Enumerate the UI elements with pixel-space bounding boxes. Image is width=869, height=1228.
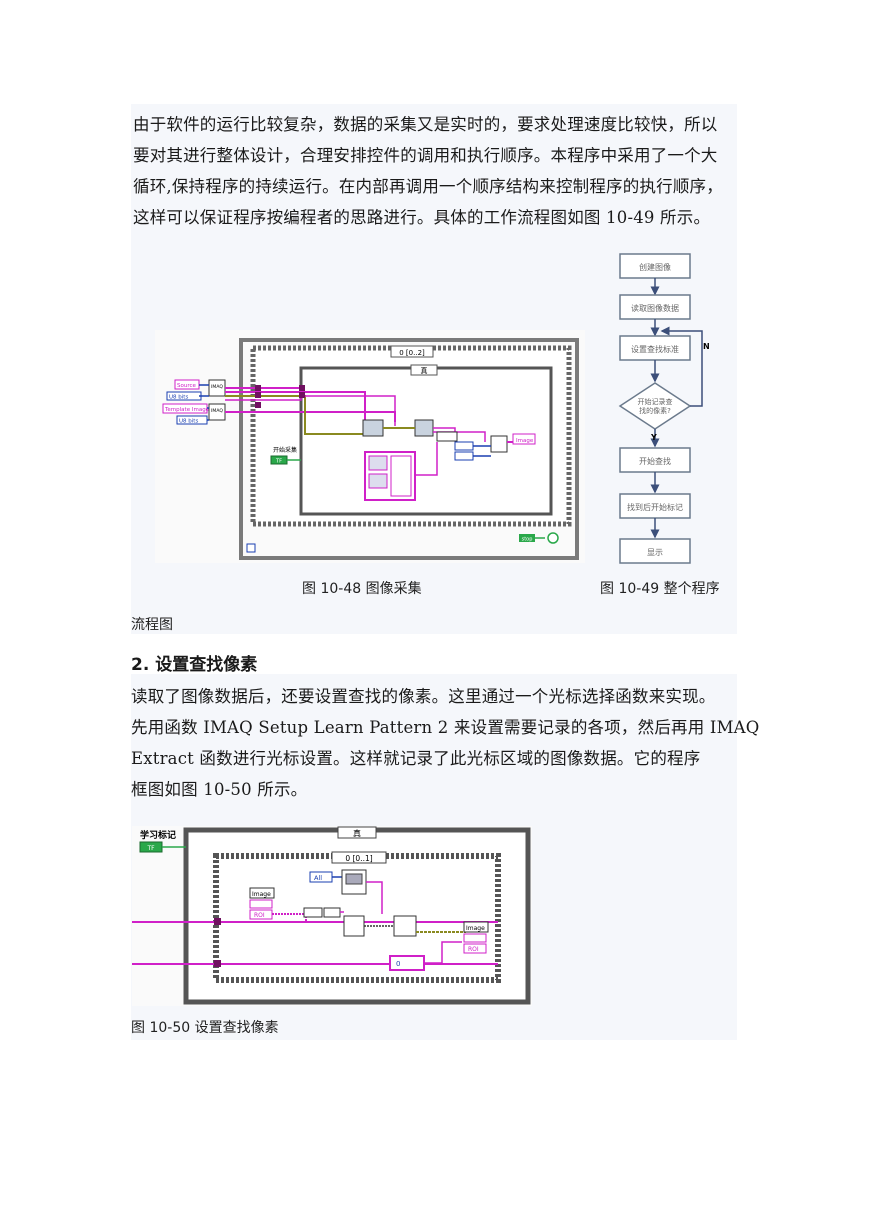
roi-in-label: ROI xyxy=(254,912,265,919)
caption-10-50: 图 10-50 设置查找像素 xyxy=(131,1020,279,1036)
learn-value: TF xyxy=(146,845,155,852)
caption-10-49-cont: 流程图 xyxy=(131,617,173,633)
imaq-create-2: IMAQ xyxy=(211,408,223,414)
flow-decision-line: 找的像素? xyxy=(639,406,671,415)
paragraph-line: Extract 函数进行光标设置。这样就记录了此光标区域的图像数据。它的程序 xyxy=(131,749,701,768)
image-indicator-label: Image xyxy=(516,438,534,444)
paragraph-line: 由于软件的运行比较复杂，数据的采集又是实时的，要求处理速度比较快，所以 xyxy=(133,115,718,134)
caption-10-49: 图 10-49 整个程序 xyxy=(600,581,720,597)
image-out-label: Image xyxy=(466,925,485,932)
flow-decision-line: 开始记录查 xyxy=(638,397,673,406)
flow-no-label: N xyxy=(703,342,710,351)
roi-out-label: ROI xyxy=(468,946,479,953)
start-acquire-label: 开始采集 xyxy=(273,446,297,454)
bits-label-2: U8 bits xyxy=(179,419,198,425)
flow-decision xyxy=(618,382,692,430)
learn-label: 学习标记 xyxy=(140,829,176,841)
flow-step-display xyxy=(619,538,691,564)
seq-selector-label: 0 [0..2] xyxy=(399,349,425,357)
intro-paragraph: 由于软件的运行比较复杂，数据的采集又是实时的，要求处理速度比较快，所以 要对其进… xyxy=(133,109,739,233)
start-acquire-value: TF xyxy=(275,459,282,465)
flow-step-mark xyxy=(619,493,691,519)
section-heading: 2. 设置查找像素 xyxy=(131,655,258,675)
paragraph-line: 循环,保持程序的持续运行。在内部再调用一个顺序结构来控制程序的执行顺序， xyxy=(133,177,723,196)
source-label: Source xyxy=(177,383,197,389)
flow-step-text: 开始查找 xyxy=(639,456,671,466)
flow-step-text: 设置查找标准 xyxy=(631,344,679,354)
bits-label-1: U8 bits xyxy=(169,395,188,401)
paragraph-line: 要对其进行整体设计，合理安排控件的调用和执行顺序。本程序中采用了一个大 xyxy=(133,146,718,165)
caption-10-48: 图 10-48 图像采集 xyxy=(302,581,422,597)
paragraph-line: 先用函数 IMAQ Setup Learn Pattern 2 来设置需要记录的… xyxy=(131,718,760,737)
case-selector-label: 真 xyxy=(421,366,428,375)
image-in-label: Image xyxy=(252,891,271,898)
imaq-create-1: IMAQ xyxy=(211,384,223,390)
stop-label: stop xyxy=(522,537,533,543)
zero-const-label: 0 xyxy=(396,960,400,968)
paragraph-line: 读取了图像数据后，还要设置查找的像素。这里通过一个光标选择函数来实现。 xyxy=(131,687,716,706)
paragraph-line: 这样可以保证程序按编程者的思路进行。具体的工作流程图如图 10-49 所示。 xyxy=(133,208,711,227)
flow-yes-label: Y xyxy=(650,433,657,442)
figure-10-50-diagram: 真 0 [0..1] 学习标记 TF Image ROI All 0 Image… xyxy=(132,826,532,1006)
case-selector-label: 真 xyxy=(353,828,361,838)
all-const-label: All xyxy=(314,874,322,882)
seq-selector-label: 0 [0..1] xyxy=(345,854,372,863)
flow-step-text: 创建图像 xyxy=(639,262,671,272)
section-paragraph: 读取了图像数据后，还要设置查找的像素。这里通过一个光标选择函数来实现。 先用函数… xyxy=(131,681,760,805)
flow-step-text: 找到后开始标记 xyxy=(627,502,683,512)
flow-step-text: 读取图像数据 xyxy=(631,303,679,313)
template-label: Template Image xyxy=(164,407,210,413)
figure-10-48-diagram: 0 [0..2] 真 Source U8 bits Template Image… xyxy=(155,330,585,563)
paragraph-line: 框图如图 10-50 所示。 xyxy=(131,780,308,799)
figure-10-49-flowchart: 创建图像 读取图像数据 设置查找标准 开始记录查 找的像素? N Y 开始查找 … xyxy=(618,253,710,564)
flow-step-text: 显示 xyxy=(647,548,663,557)
